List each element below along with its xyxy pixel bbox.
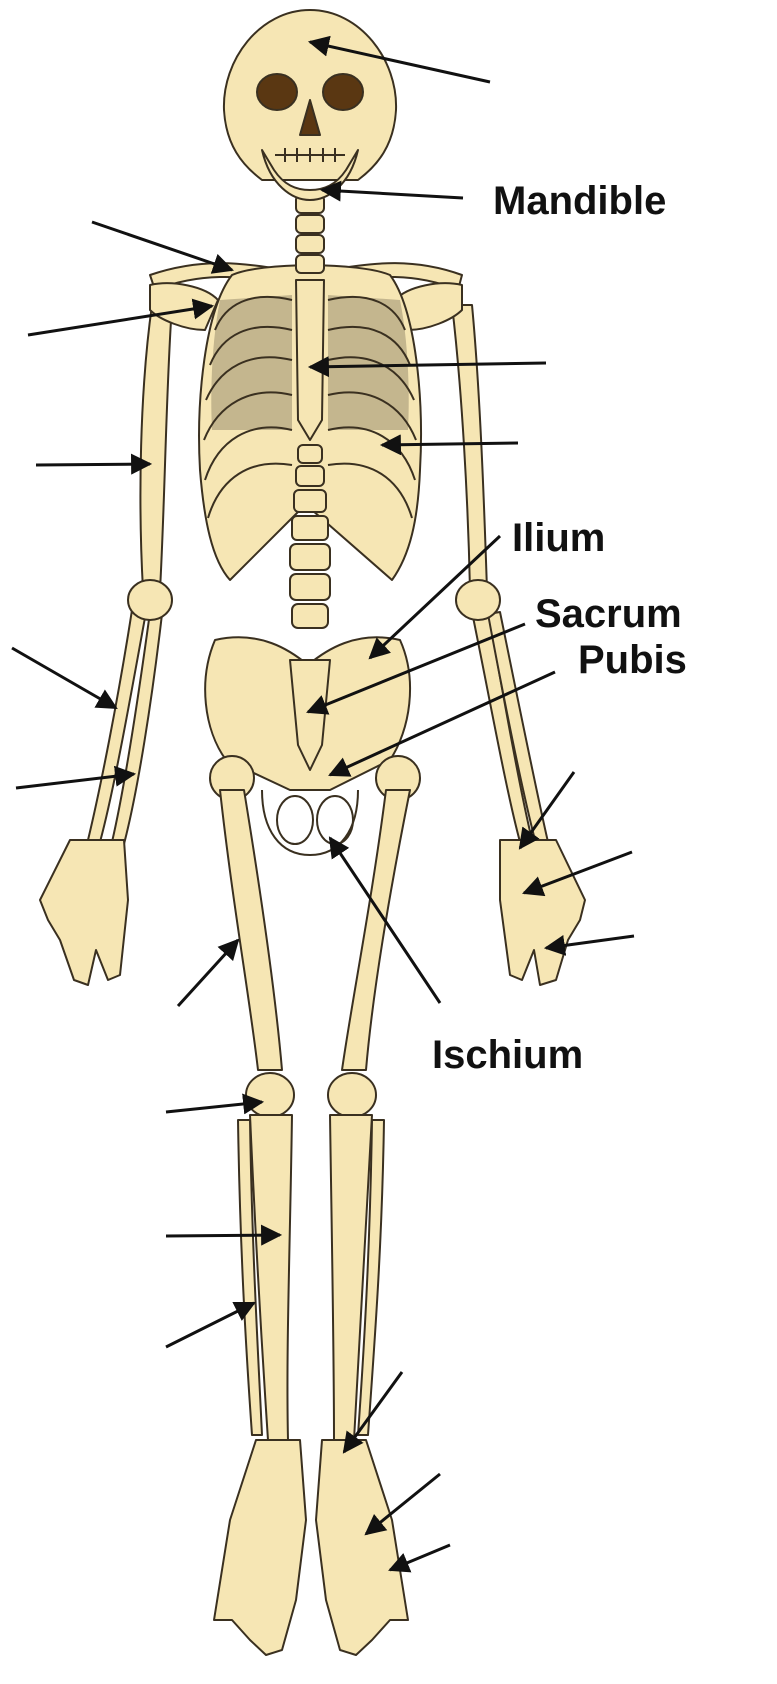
left-femur — [220, 790, 282, 1070]
right-elbow — [456, 580, 500, 620]
right-hand — [500, 840, 585, 985]
label-pubis: Pubis — [578, 638, 687, 682]
right-femur — [342, 790, 410, 1070]
label-mandible: Mandible — [493, 179, 666, 223]
obturator-right — [317, 796, 353, 844]
arrow-clavicle — [92, 222, 232, 270]
arrow-fibula — [166, 1303, 254, 1347]
label-ischium: Ischium — [432, 1033, 583, 1077]
arrow-femur — [178, 940, 238, 1006]
label-sacrum: Sacrum — [535, 592, 682, 636]
left-foot — [214, 1440, 306, 1655]
teeth — [275, 148, 345, 162]
right-eye-socket — [323, 74, 363, 110]
right-patella — [328, 1073, 376, 1117]
right-humerus — [452, 305, 487, 590]
left-eye-socket — [257, 74, 297, 110]
left-elbow — [128, 580, 172, 620]
sternum — [296, 280, 324, 440]
obturator-left — [277, 796, 313, 844]
left-hand — [40, 840, 128, 985]
arrow-humerus — [36, 464, 150, 465]
arrow-mandible — [322, 190, 463, 198]
arrow-ribs — [382, 443, 518, 445]
arrow-radius — [12, 648, 116, 708]
left-humerus — [140, 305, 172, 590]
arrow-ulna — [16, 774, 134, 788]
right-foot — [316, 1440, 408, 1655]
label-ilium: Ilium — [512, 516, 605, 560]
arrow-patella — [166, 1102, 262, 1112]
skeleton-figure — [40, 10, 585, 1655]
left-patella — [246, 1073, 294, 1117]
arrow-tibia — [166, 1235, 280, 1236]
